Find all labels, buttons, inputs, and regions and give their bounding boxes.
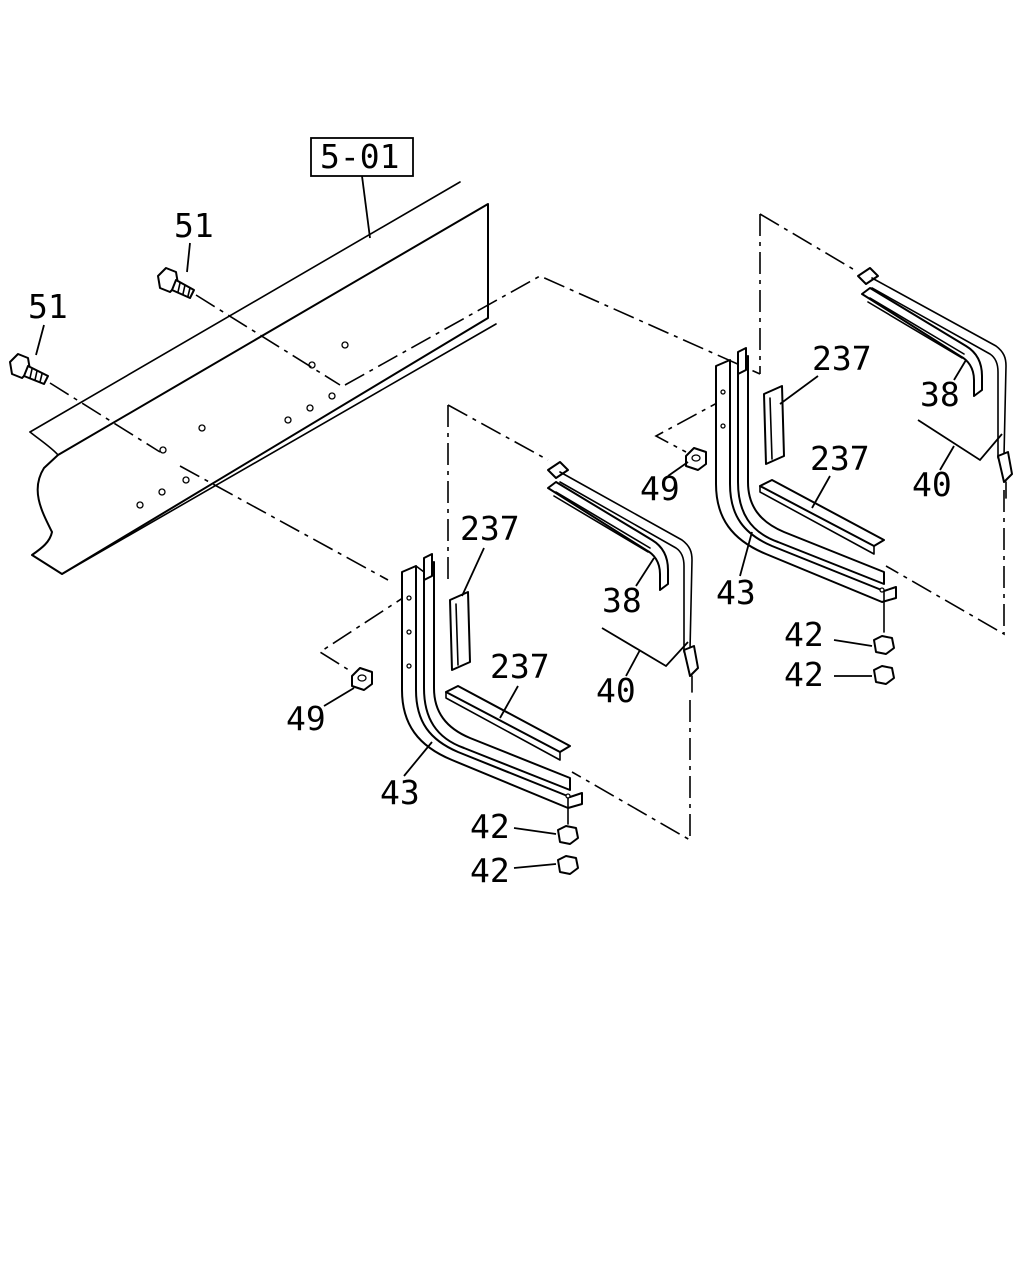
pad-237-horizontal-right <box>759 479 885 555</box>
bolt-upper <box>157 267 195 299</box>
callout-51-lower: 51 <box>28 287 68 326</box>
callout-237-vertical-right: 237 <box>812 339 872 378</box>
callout-42-right-1: 42 <box>784 615 824 654</box>
bracket-43-left <box>401 553 583 809</box>
callout-43-right: 43 <box>716 573 756 612</box>
bracket-43-right <box>715 347 897 603</box>
callout-237-horizontal-left: 237 <box>490 647 550 686</box>
callout-43-left: 43 <box>380 773 420 812</box>
pad-237-horizontal-left <box>445 685 571 761</box>
callout-237-vertical-left: 237 <box>460 509 520 548</box>
callout-42-right-2: 42 <box>784 655 824 694</box>
nuts-42-right <box>873 591 895 685</box>
callout-237-horizontal-right: 237 <box>810 439 870 478</box>
callout-38-left: 38 <box>602 581 642 620</box>
nut-49-left <box>351 667 373 691</box>
nuts-42-left <box>557 797 579 875</box>
callout-42-left-1: 42 <box>470 807 510 846</box>
strap-40-right <box>857 267 1013 499</box>
callout-40-right: 40 <box>912 465 952 504</box>
callout-42-left-2: 42 <box>470 851 510 890</box>
callout-38-right: 38 <box>920 375 960 414</box>
frame-rail <box>29 181 497 575</box>
reference-label: 5-01 <box>320 137 399 176</box>
pad-38-left <box>547 481 669 591</box>
reference-box[interactable]: 5-01 <box>310 137 414 239</box>
callout-40-left: 40 <box>596 671 636 710</box>
strap-40-left <box>547 461 699 693</box>
pad-237-vertical-right <box>763 385 785 465</box>
callout-49-right: 49 <box>640 469 680 508</box>
callout-51-upper: 51 <box>174 206 214 245</box>
bolt-lower <box>9 353 49 385</box>
nut-49-right <box>685 447 707 471</box>
pad-237-vertical-left <box>449 591 471 671</box>
callout-49-left: 49 <box>286 699 326 738</box>
